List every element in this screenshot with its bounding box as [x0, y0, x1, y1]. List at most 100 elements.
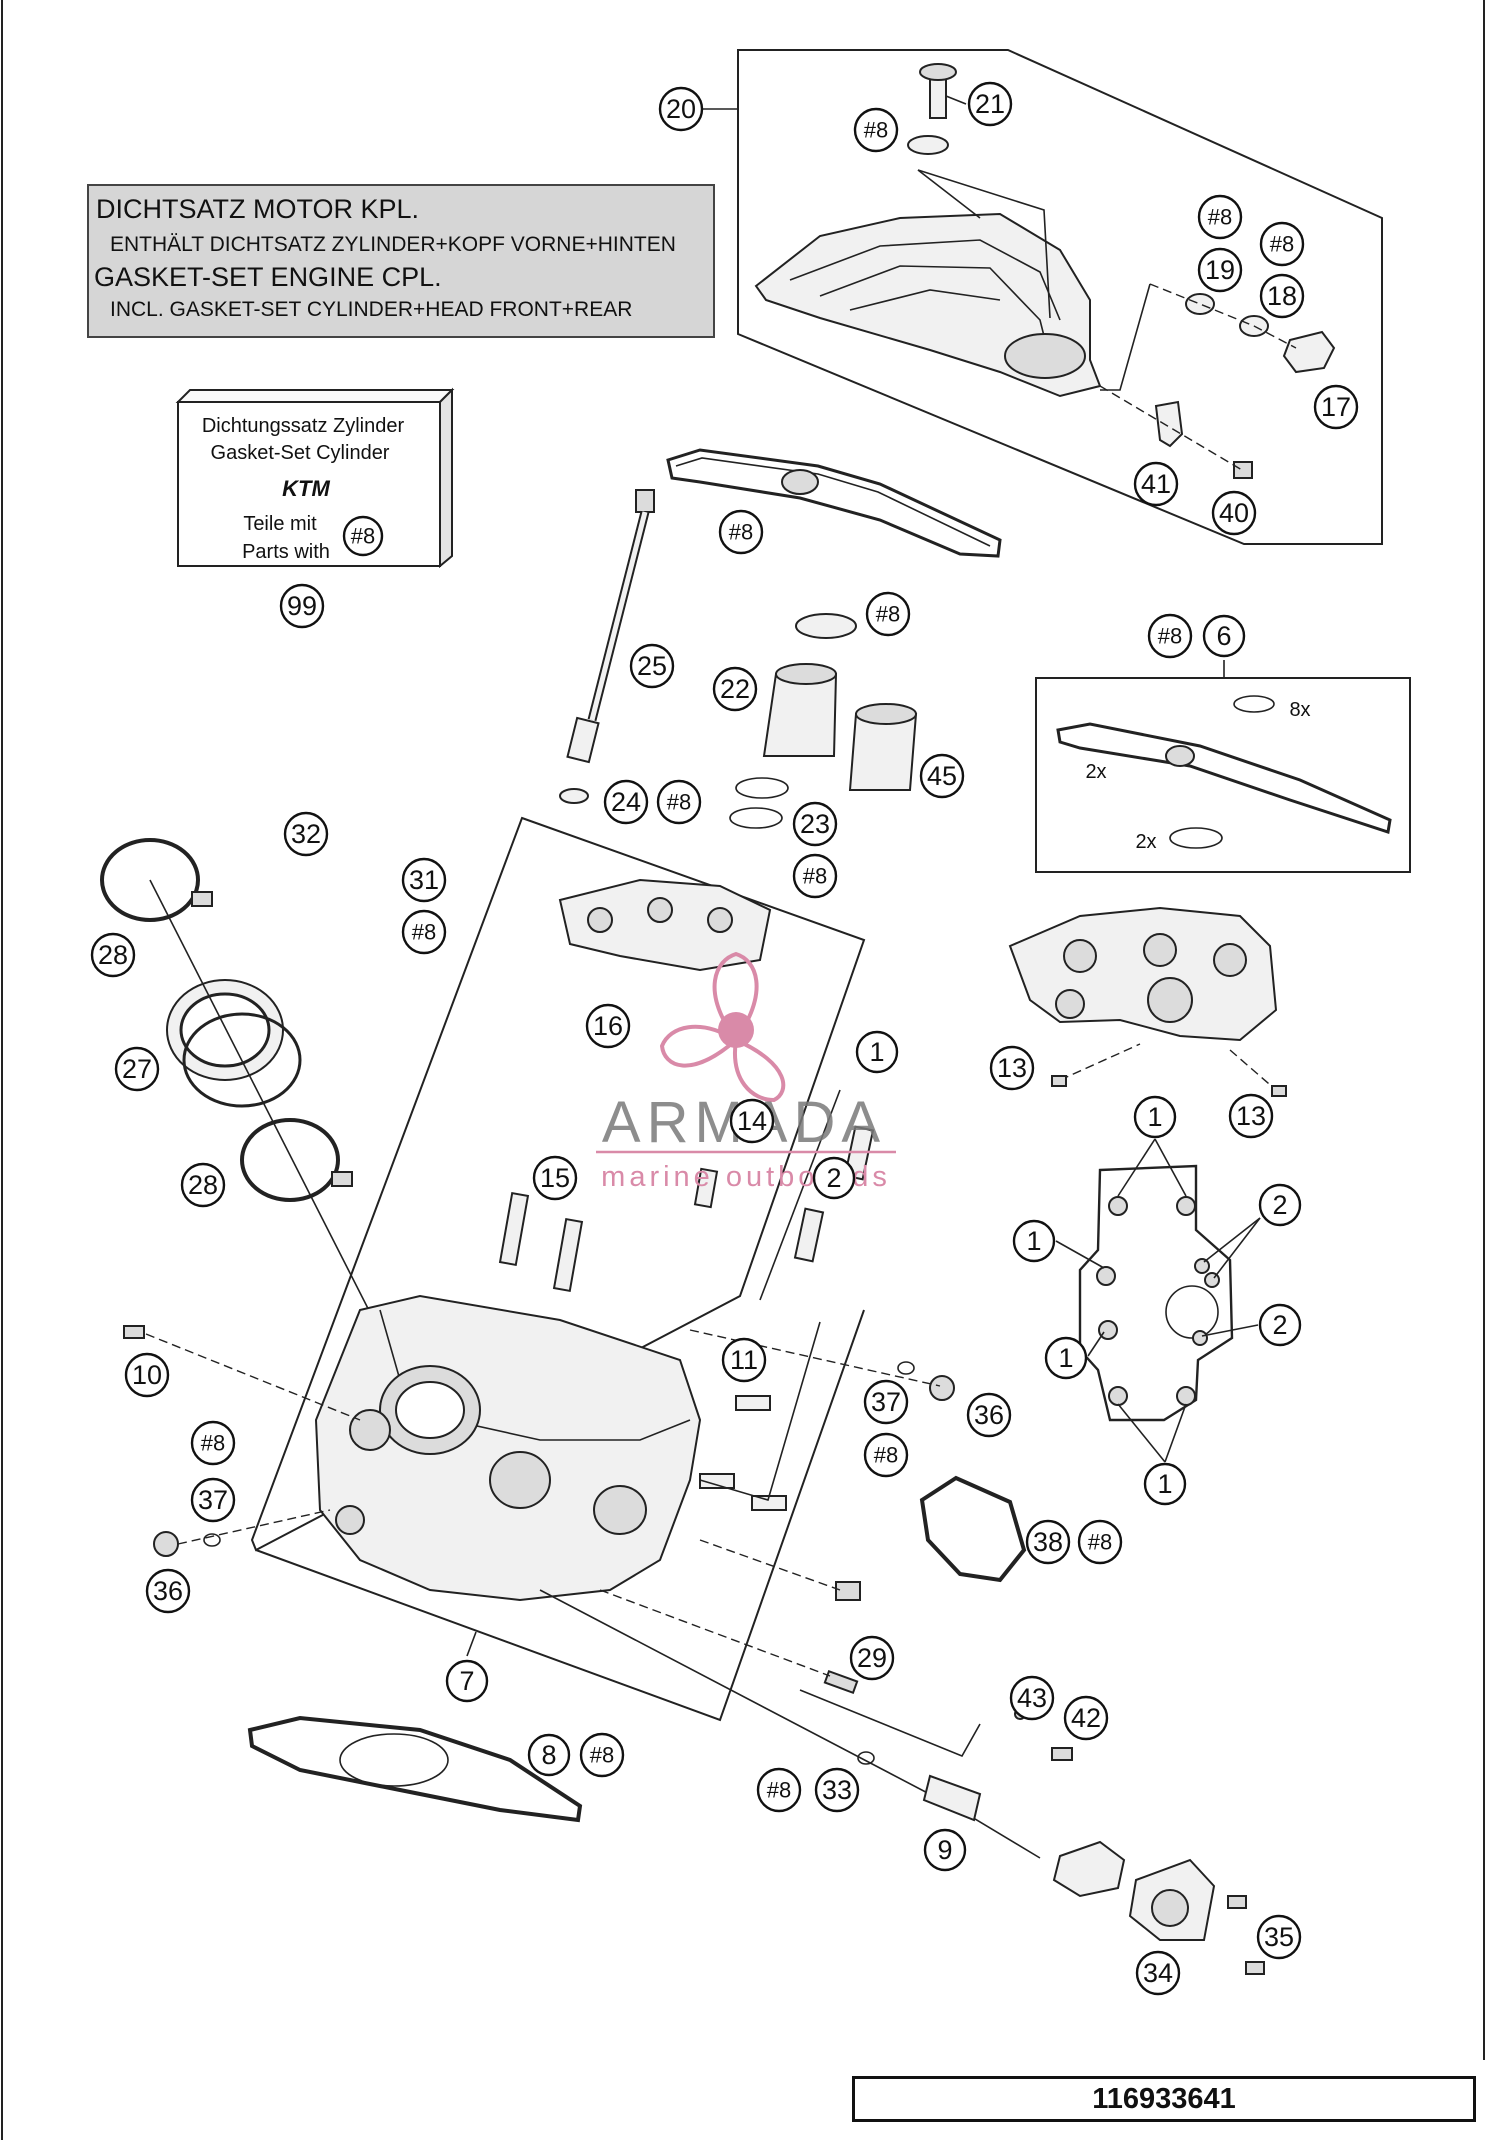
callout-text: 22: [720, 674, 750, 704]
callout-text: 21: [975, 89, 1005, 119]
package-line-parts: Parts with: [242, 541, 330, 563]
callout-21-1: 21: [967, 81, 1013, 127]
callout-1-25: 1: [855, 1030, 899, 1074]
kit-de-title: DICHTSATZ MOTOR KPL.: [96, 194, 419, 224]
callout-text: #8: [864, 118, 888, 143]
callout-text: 20: [666, 94, 696, 124]
cylinder-head-group: [123, 816, 955, 1722]
callout-ref8-16: #8: [656, 779, 702, 825]
callout-22-13: 22: [712, 666, 758, 712]
callout-ref8-21: #8: [401, 909, 447, 955]
callout-text: 13: [997, 1053, 1027, 1083]
callout-text: 29: [857, 1643, 887, 1673]
head-plate-gasket: [1055, 1138, 1261, 1463]
callout-text: 6: [1216, 621, 1231, 651]
callout-36-33: 36: [966, 1392, 1012, 1438]
gasket-kit-box: DICHTSATZ MOTOR KPL. ENTHÄLT DICHTSATZ Z…: [87, 184, 715, 338]
callout-text: 10: [132, 1360, 162, 1390]
callout-ref8-35: #8: [190, 1420, 236, 1466]
callout-17-7: 17: [1313, 384, 1359, 430]
callout-8-44: 8: [527, 1733, 571, 1777]
callout-10-31: 10: [124, 1352, 170, 1398]
callout-11-30: 11: [721, 1337, 767, 1383]
head-gasket-group: 8x 2x 2x: [1035, 660, 1411, 873]
callout-text: 1: [1058, 1343, 1073, 1373]
package-line-de: Dichtungssatz Zylinder: [202, 415, 405, 437]
callout-15-27: 15: [532, 1155, 578, 1201]
reference-number: 116933641: [1092, 2082, 1236, 2115]
callout-ref8-2: #8: [853, 107, 899, 153]
callout-6-52: 6: [1202, 614, 1246, 658]
callout-text: 15: [540, 1163, 570, 1193]
callout-text: 42: [1071, 1703, 1101, 1733]
callout-99-61: 99: [279, 583, 325, 629]
callout-41-8: 41: [1133, 461, 1179, 507]
kit-en-title: GASKET-SET ENGINE CPL.: [94, 262, 442, 292]
callout-text: #8: [1208, 205, 1232, 230]
callout-14-26: 14: [729, 1098, 775, 1144]
callout-1-60: 1: [1143, 1462, 1187, 1506]
callout-text: #8: [1270, 232, 1294, 257]
callout-text: 2: [1272, 1190, 1287, 1220]
callout-ref8-18: #8: [792, 853, 838, 899]
callout-text: #8: [803, 864, 827, 889]
callout-23-17: 23: [792, 801, 838, 847]
callout-text: 37: [198, 1485, 228, 1515]
sensor-thermostat-group: [539, 1589, 1265, 1975]
callout-1-55: 1: [1133, 1095, 1177, 1139]
callout-29-40: 29: [849, 1635, 895, 1681]
callout-7-41: 7: [445, 1659, 489, 1703]
callout-ref8-3: #8: [1197, 194, 1243, 240]
callout-45-14: 45: [919, 753, 965, 799]
callout-9-48: 9: [923, 1828, 967, 1872]
callout-34-50: 34: [1135, 1950, 1181, 1996]
callout-ref8-39: #8: [1077, 1519, 1123, 1565]
callout-38-38: 38: [1025, 1519, 1071, 1565]
callout-text: 27: [122, 1054, 152, 1084]
callout-text: 28: [98, 940, 128, 970]
callout-ref8-11: #8: [865, 591, 911, 637]
qty-8x: 8x: [1289, 699, 1310, 721]
callout-1-57: 1: [1012, 1219, 1056, 1263]
callout-25-12: 25: [629, 643, 675, 689]
head-gasket-8: [247, 1715, 583, 1823]
callout-text: 41: [1141, 469, 1171, 499]
callout-text: 23: [800, 809, 830, 839]
ktm-logo: KTM: [282, 476, 330, 501]
callout-text: 16: [593, 1011, 623, 1041]
callout-ref8-4: #8: [1259, 221, 1305, 267]
kit-en-subtitle: INCL. GASKET-SET CYLINDER+HEAD FRONT+REA…: [110, 298, 632, 321]
gasket-package-box: Dichtungssatz Zylinder Gasket-Set Cylind…: [175, 387, 455, 569]
callout-text: #8: [876, 602, 900, 627]
callout-text: 38: [1033, 1527, 1063, 1557]
callout-text: 99: [287, 591, 317, 621]
callout-37-36: 37: [190, 1477, 236, 1523]
callout-text: 24: [611, 787, 641, 817]
callout-text: 7: [459, 1666, 474, 1696]
callout-text: #8: [412, 920, 436, 945]
seal-ring-38: [919, 1475, 1027, 1583]
reference-number-box: 116933641: [852, 2076, 1476, 2122]
tensioner-rod: [559, 489, 655, 804]
callout-ref8-51: #8: [1147, 613, 1193, 659]
valve-cover-group: [703, 49, 1383, 545]
callout-text: #8: [729, 520, 753, 545]
package-line-en: Gasket-Set Cylinder: [211, 442, 390, 464]
callout-2-28: 2: [812, 1156, 856, 1200]
callout-13-53: 13: [989, 1045, 1035, 1091]
callout-text: 35: [1264, 1922, 1294, 1952]
qty-2x-seal: 2x: [1135, 831, 1156, 853]
callout-text: 40: [1219, 498, 1249, 528]
callout-31-20: 31: [401, 857, 447, 903]
callout-text: 1: [1026, 1226, 1041, 1256]
callout-ref8-46: #8: [756, 1767, 802, 1813]
callout-text: #8: [767, 1778, 791, 1803]
callout-13-54: 13: [1228, 1093, 1274, 1139]
callout-text: #8: [1088, 1530, 1112, 1555]
callout-text: 14: [737, 1106, 767, 1136]
spark-plug-tubes: [729, 613, 918, 829]
callout-35-49: 35: [1256, 1914, 1302, 1960]
callout-text: 32: [291, 819, 321, 849]
